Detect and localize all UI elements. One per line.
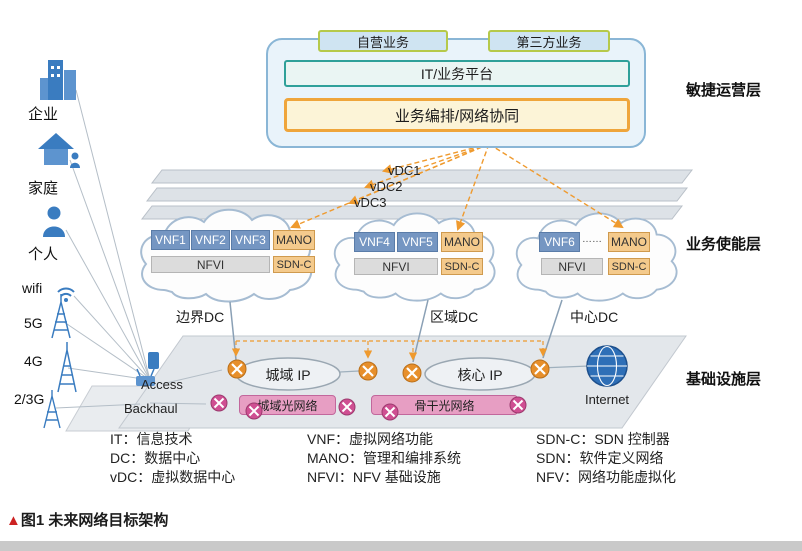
dc-label-regional: 区域DC — [430, 309, 479, 325]
tab-self-operated: 自营业务 — [318, 30, 448, 52]
nfvi-bar: NFVI — [541, 258, 603, 275]
person-icon — [43, 206, 65, 237]
vnf-box: VNF3 — [231, 230, 270, 250]
5g-label: 5G — [24, 315, 43, 331]
nfvi-bar: NFVI — [151, 256, 270, 273]
it-platform-box: IT/业务平台 — [284, 60, 630, 87]
legend-item: DC：数据中心 — [110, 450, 201, 466]
router-icon-core-left — [402, 363, 422, 383]
sdnc-box: SDN-C — [273, 256, 315, 273]
legend-item: VNF：虚拟网络功能 — [307, 431, 433, 447]
vnf-box: VNF6 — [539, 232, 580, 252]
personal-label: 个人 — [28, 246, 59, 263]
orchestration-label: 业务编排/网络协同 — [394, 107, 520, 125]
caption-text: 图1 未来网络目标架构 — [20, 512, 169, 529]
mano-box: MANO — [273, 230, 315, 250]
legend-column-2: VNF：虚拟网络功能 MANO：管理和编排系统 NFVI：NFV 基础设施 — [307, 430, 461, 487]
sdnc-box: SDN-C — [608, 258, 650, 275]
23g-tower-icon — [43, 390, 61, 429]
vnf-box: VNF5 — [397, 232, 438, 252]
mano-box: MANO — [441, 232, 483, 252]
bottom-bar — [0, 541, 802, 551]
23g-label: 2/3G — [14, 391, 45, 407]
it-platform-label: IT/业务平台 — [420, 65, 494, 82]
optical-router-icon-2 — [245, 402, 265, 422]
legend-column-1: IT：信息技术 DC：数据中心 vDC：虚拟数据中心 — [110, 430, 235, 487]
vnf-box: VNF1 — [151, 230, 190, 250]
coordination-lines — [231, 340, 548, 361]
metro-ip-label: 城域 IP — [265, 367, 311, 383]
4g-label: 4G — [24, 353, 43, 369]
tab-third-party-label: 第三方业务 — [516, 34, 582, 50]
tab-self-operated-label: 自营业务 — [356, 34, 409, 50]
orchestration-box: 业务编排/网络协同 — [284, 98, 630, 132]
legend-item: SDN：软件定义网络 — [536, 450, 664, 466]
legend-item: IT：信息技术 — [110, 431, 193, 447]
vnf-ellipsis: …… — [582, 234, 602, 245]
home-label: 家庭 — [28, 180, 59, 197]
legend-item: vDC：虚拟数据中心 — [110, 469, 236, 485]
backhaul-label: Backhaul — [124, 401, 178, 416]
metro-optical-box: 城域光网络 — [239, 395, 336, 415]
backbone-optical-box: 骨干光网络 — [371, 395, 518, 415]
mano-box: MANO — [608, 232, 650, 252]
optical-router-icon-3 — [338, 398, 358, 418]
internet-globe-icon — [586, 345, 628, 387]
router-icon-core-right — [530, 359, 550, 379]
legend-item: MANO：管理和编排系统 — [307, 450, 461, 466]
home-icon — [38, 133, 80, 168]
nfvi-bar: NFVI — [354, 258, 438, 275]
legend-item: SDN-C：SDN 控制器 — [536, 431, 670, 447]
core-ip-label: 核心 IP — [457, 367, 503, 383]
dc-label-edge: 边界DC — [176, 309, 225, 325]
dc-label-central: 中心DC — [570, 309, 619, 325]
vnf-box: VNF2 — [191, 230, 230, 250]
legend-item: NFVI：NFV 基础设施 — [307, 469, 441, 485]
layer-label-agile: 敏捷运营层 — [686, 82, 762, 99]
access-label: Access — [141, 377, 183, 392]
vnf-box: VNF4 — [354, 232, 395, 252]
optical-router-icon-4 — [381, 403, 401, 423]
router-icon-metro-right — [358, 361, 378, 381]
caption-marker: ▲ — [6, 512, 21, 529]
tab-third-party: 第三方业务 — [488, 30, 610, 52]
enterprise-icon — [40, 60, 76, 100]
legend-column-3: SDN-C：SDN 控制器 SDN：软件定义网络 NFV：网络功能虚拟化 — [536, 430, 676, 487]
enterprise-label: 企业 — [28, 106, 59, 123]
layer-label-enablement: 业务使能层 — [686, 236, 762, 253]
orchestration-arrows — [290, 143, 624, 231]
metro-to-router-link — [339, 370, 360, 373]
wifi-label: wifi — [22, 280, 43, 296]
vdc-label-1: vDC1 — [388, 163, 421, 178]
legend-item: NFV：网络功能虚拟化 — [536, 469, 676, 485]
figure-caption: ▲图1 未来网络目标架构 — [6, 509, 168, 530]
access-lines — [55, 89, 223, 409]
access-device-icons — [136, 352, 159, 386]
optical-router-icon-5 — [509, 396, 529, 416]
optical-router-icon-1 — [210, 394, 230, 414]
vdc-label-2: vDC2 — [370, 179, 403, 194]
vdc-label-3: vDC3 — [354, 195, 387, 210]
sdnc-box: SDN-C — [441, 258, 483, 275]
router-icon-metro-left — [227, 359, 247, 379]
4g-tower-icon — [57, 342, 77, 393]
5g-tower-icon — [51, 294, 71, 339]
internet-label: Internet — [584, 392, 630, 407]
layer-label-infrastructure: 基础设施层 — [686, 371, 762, 388]
